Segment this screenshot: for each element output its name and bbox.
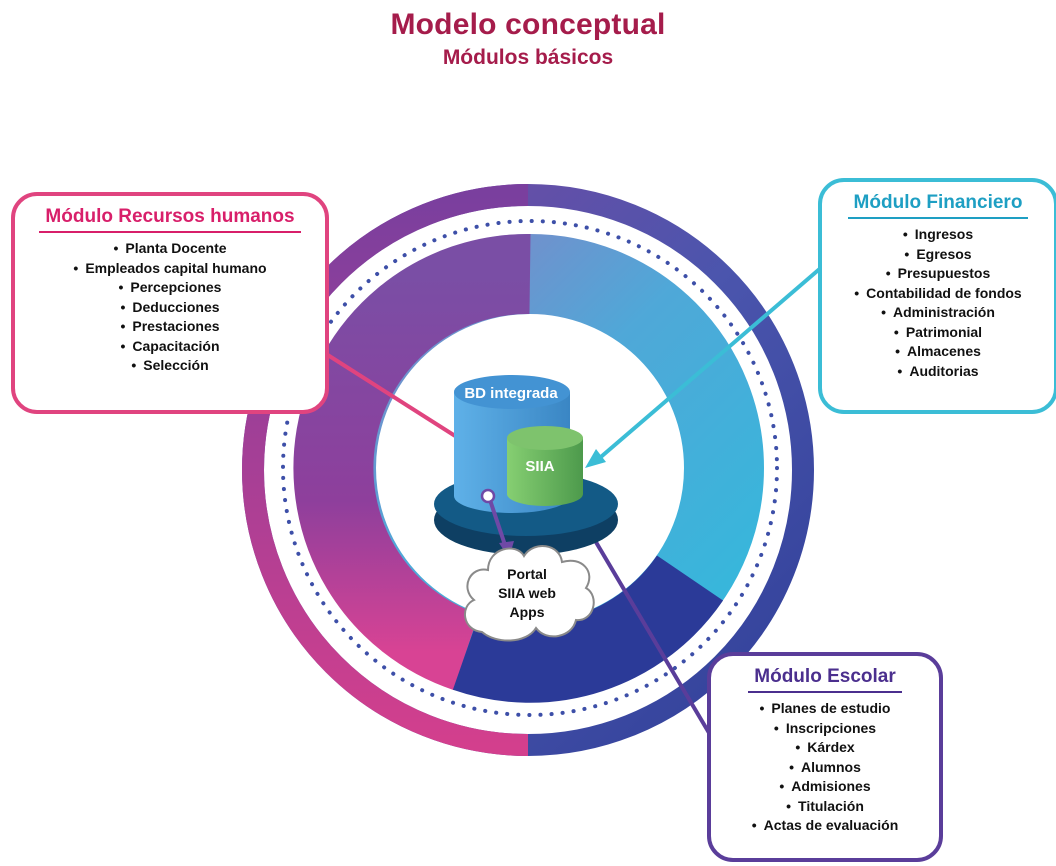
module-financiero-box: Módulo Financiero Ingresos Egresos Presu…	[818, 178, 1056, 414]
list-item: Kárdex	[711, 738, 939, 758]
module-escolar-box: Módulo Escolar Planes de estudio Inscrip…	[707, 652, 943, 862]
inner-ring-left	[293, 233, 531, 690]
list-item: Planta Docente	[15, 239, 325, 259]
siia-cylinder-top	[507, 426, 583, 450]
cloud-shape	[464, 545, 595, 642]
siia-label: SIIA	[525, 458, 555, 475]
portal-line: Apps	[509, 604, 545, 620]
list-item: Actas de evaluación	[711, 816, 939, 836]
database-cylinder-top	[454, 375, 570, 409]
list-item: Presupuestos	[822, 264, 1054, 284]
inner-ring-bottom	[452, 554, 724, 703]
list-item: Ingresos	[822, 225, 1054, 245]
list-item: Auditorias	[822, 362, 1054, 382]
list-item: Inscripciones	[711, 719, 939, 739]
database-label: BD integrada	[464, 385, 558, 402]
list-item: Egresos	[822, 245, 1054, 265]
module-recursos-humanos-list: Planta Docente Empleados capital humano …	[15, 239, 325, 376]
list-item: Alumnos	[711, 758, 939, 778]
list-item: Contabilidad de fondos	[822, 284, 1054, 304]
list-item: Admisiones	[711, 777, 939, 797]
list-item: Planes de estudio	[711, 699, 939, 719]
list-item: Prestaciones	[15, 317, 325, 337]
list-item: Almacenes	[822, 342, 1054, 362]
list-item: Percepciones	[15, 278, 325, 298]
module-recursos-humanos-title: Módulo Recursos humanos	[39, 206, 301, 233]
diagram-title: Modelo conceptual	[390, 8, 666, 41]
portal-line: Portal	[507, 566, 547, 582]
diagram-subtitle: Módulos básicos	[442, 46, 614, 69]
connector-dot-portal	[480, 488, 496, 504]
siia-cylinder	[507, 438, 583, 506]
list-item: Deducciones	[15, 298, 325, 318]
arrowhead-financiero	[585, 449, 606, 468]
module-financiero-title: Módulo Financiero	[847, 192, 1029, 219]
list-item: Patrimonial	[822, 323, 1054, 343]
connector-escolar	[572, 503, 733, 772]
portal-line: SIIA web	[498, 585, 556, 601]
list-item: Administración	[822, 303, 1054, 323]
module-escolar-list: Planes de estudio Inscripciones Kárdex A…	[711, 699, 939, 836]
module-recursos-humanos-box: Módulo Recursos humanos Planta Docente E…	[11, 192, 329, 414]
portal-label: Portal SIIA web Apps	[472, 565, 582, 622]
list-item: Titulación	[711, 797, 939, 817]
connector-financiero	[593, 258, 832, 464]
dotted-ring	[281, 219, 779, 717]
module-escolar-title: Módulo Escolar	[748, 666, 902, 693]
module-financiero-list: Ingresos Egresos Presupuestos Contabilid…	[822, 225, 1054, 381]
outer-ring-left	[242, 184, 529, 756]
list-item: Capacitación	[15, 337, 325, 357]
connector-portal	[487, 496, 508, 549]
list-item: Selección	[15, 356, 325, 376]
list-item: Empleados capital humano	[15, 259, 325, 279]
